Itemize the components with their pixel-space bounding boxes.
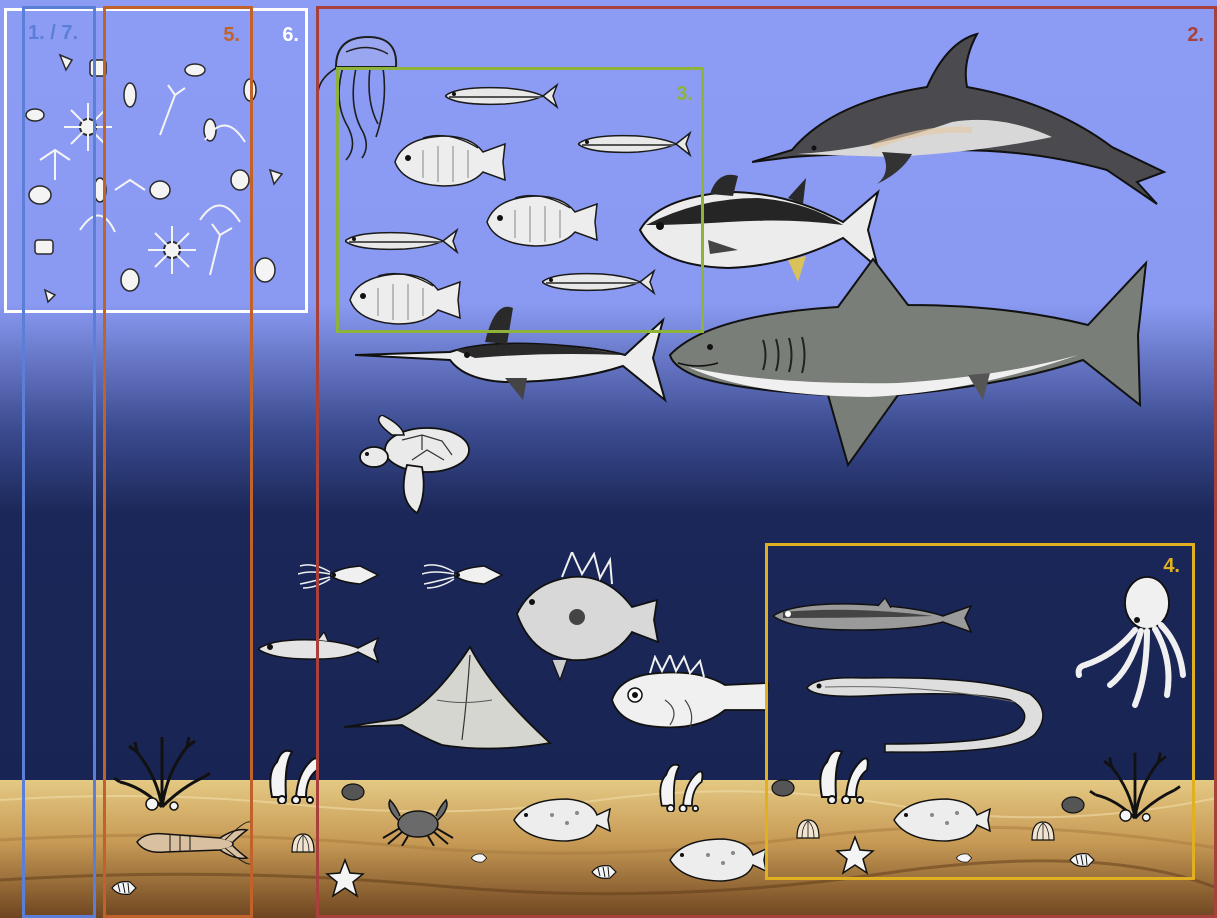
region-label-6: 6.	[282, 25, 299, 45]
region-label-5: 5.	[223, 25, 240, 45]
region-label-1-7: 1. / 7.	[28, 23, 78, 43]
seaweed-icon	[262, 742, 322, 804]
region-box-5: 5.	[103, 6, 253, 918]
region-box-3: 3.	[336, 67, 704, 333]
region-box-4: 4.	[765, 543, 1195, 880]
region-box-1-7: 1. / 7.	[22, 6, 96, 918]
shell-icon	[290, 832, 316, 854]
region-label-2: 2.	[1187, 25, 1204, 45]
region-label-3: 3.	[676, 84, 693, 104]
region-label-4: 4.	[1163, 556, 1180, 576]
